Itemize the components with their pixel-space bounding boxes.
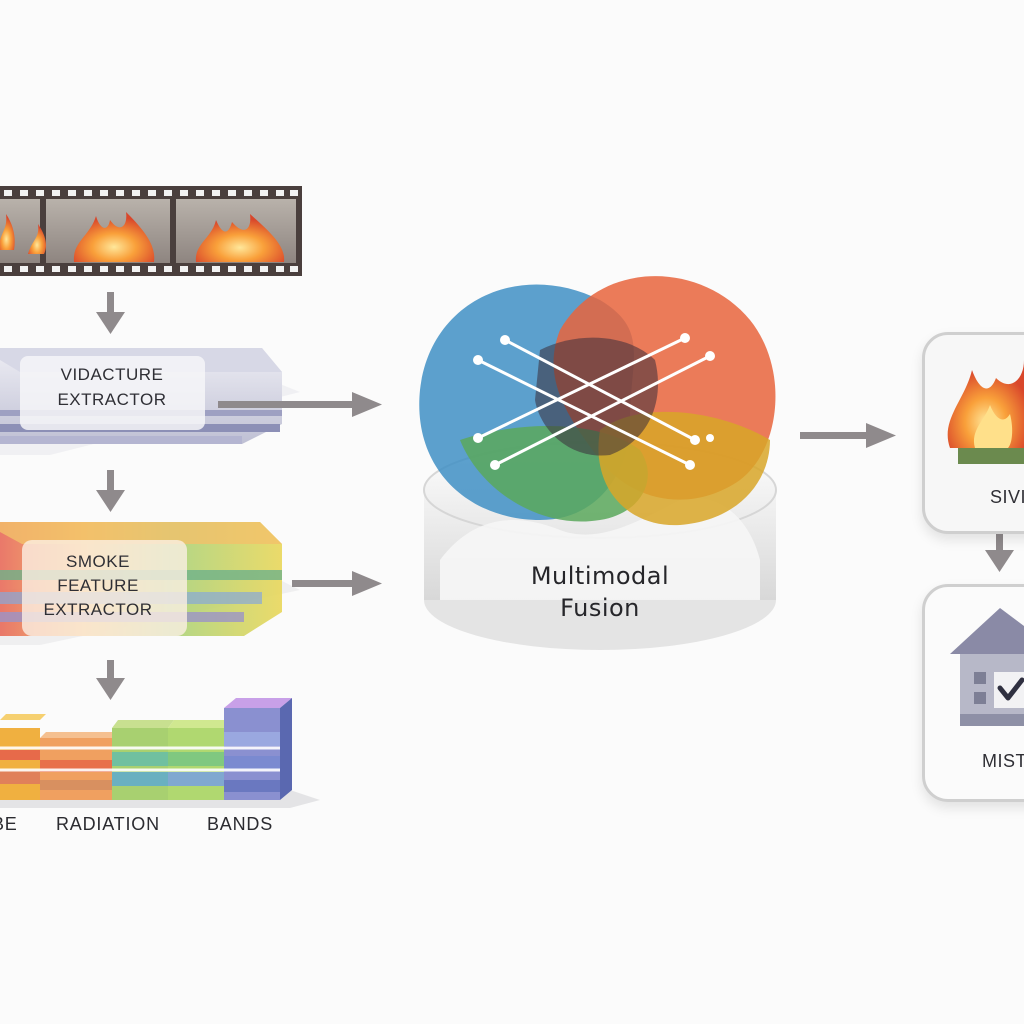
smoke-extractor-label-line3: EXTRACTOR (43, 600, 153, 619)
smoke-extractor-block (0, 522, 300, 645)
band-label-1: RADIATION (56, 814, 160, 834)
band-label-0: BE (0, 814, 18, 834)
video-extractor-label-line1: VIDACTURE (60, 365, 164, 384)
arrow-output-down (985, 532, 1014, 572)
output-label-0: SIVI (990, 487, 1024, 507)
smoke-extractor-label-line1: SMOKE (66, 552, 130, 571)
fire-icon (947, 360, 1024, 464)
radiation-bands-chart (0, 698, 320, 808)
output-card-house (922, 584, 1024, 802)
fusion-label-line1: Multimodal (530, 562, 670, 590)
video-film-strip (0, 186, 302, 276)
house-check-icon (950, 608, 1024, 726)
arrow-fusion-to-output (800, 423, 896, 448)
arrow-video-to-fusion (218, 392, 382, 417)
fusion-label: Multimodal Fusion (500, 560, 700, 624)
smoke-extractor-label-line2: FEATURE (57, 576, 139, 595)
video-extractor-label-line2: EXTRACTOR (57, 390, 167, 409)
arrow-smoke-to-fusion (292, 571, 382, 596)
arrow-down-video (96, 292, 125, 334)
video-extractor-block (0, 348, 300, 455)
arrow-down-smoke (96, 470, 125, 512)
smoke-extractor-label: SMOKE FEATURE EXTRACTOR (10, 551, 186, 621)
band-label-2: BANDS (207, 814, 274, 834)
arrow-down-bands (96, 660, 125, 700)
video-extractor-label: VIDACTURE EXTRACTOR (22, 364, 202, 411)
output-label-1: MIST (982, 751, 1024, 771)
fusion-label-line2: Fusion (560, 594, 640, 622)
fusion-blob (419, 276, 776, 526)
